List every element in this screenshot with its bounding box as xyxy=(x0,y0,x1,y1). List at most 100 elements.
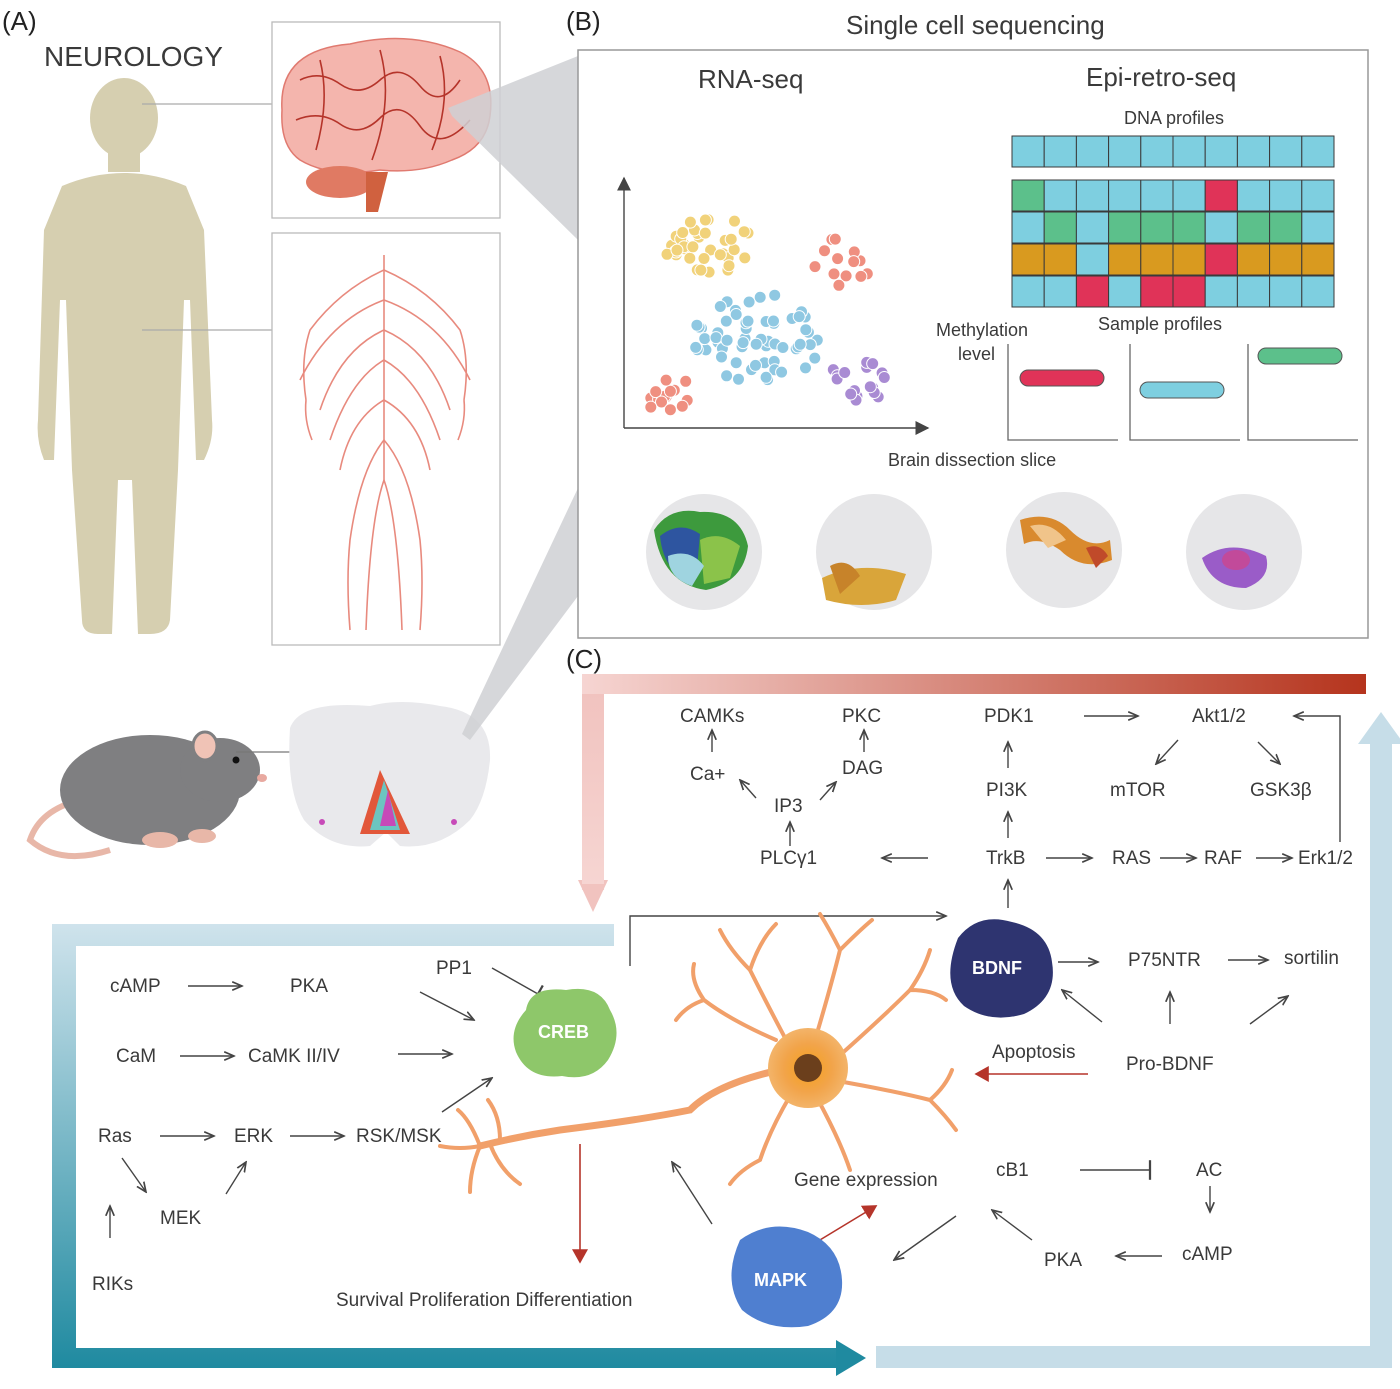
cell-dot-cluster-3 xyxy=(709,331,723,345)
mapk-label: MAPK xyxy=(754,1270,807,1290)
cell-dot-cluster-1 xyxy=(698,226,712,240)
brain-dissection-label: Brain dissection slice xyxy=(888,450,1056,470)
cell-dot-cluster-1 xyxy=(713,248,727,262)
node-akt: Akt1/2 xyxy=(1192,706,1246,727)
dna-cell xyxy=(1236,243,1271,276)
cell-dot-cluster-3 xyxy=(753,290,767,304)
cell-dot-cluster-2 xyxy=(808,260,822,274)
node-raf: RAF xyxy=(1204,848,1242,869)
cell-dot-cluster-3 xyxy=(729,308,743,321)
neuron-nucleus xyxy=(794,1054,822,1082)
cell-dot-cluster-1 xyxy=(676,226,690,239)
dna-cell xyxy=(1269,243,1303,276)
node-pka-left: PKA xyxy=(290,976,328,997)
creb-label: CREB xyxy=(538,1022,589,1042)
node-dag: DAG xyxy=(842,758,883,779)
node-ras-top: RAS xyxy=(1112,848,1151,869)
node-plcg1: PLCγ1 xyxy=(760,848,817,869)
dna-cell xyxy=(1075,135,1110,168)
cell-dot-cluster-3 xyxy=(799,323,813,337)
dna-cell xyxy=(1301,243,1335,276)
cell-dot-cluster-3 xyxy=(736,336,750,350)
single-cell-title: Single cell sequencing xyxy=(846,10,1105,40)
epi-retro-seq-title: Epi-retro-seq xyxy=(1086,62,1236,92)
cell-dot-cluster-4 xyxy=(655,395,668,409)
cell-dot-cluster-4 xyxy=(663,384,677,398)
cell-dot-cluster-5 xyxy=(866,357,880,371)
cell-dot-cluster-4 xyxy=(659,373,673,387)
cell-dot-cluster-3 xyxy=(689,340,703,354)
dna-cell xyxy=(1043,243,1077,276)
dna-cell xyxy=(1172,135,1206,168)
cell-dot-cluster-3 xyxy=(713,300,727,313)
cell-dot-cluster-3 xyxy=(732,372,745,386)
node-erk12: Erk1/2 xyxy=(1298,848,1353,869)
cell-dot-cluster-4 xyxy=(644,400,658,414)
node-rsk-msk: RSK/MSK xyxy=(356,1126,442,1147)
methylation-level-label: level xyxy=(958,344,995,364)
cell-dot-cluster-3 xyxy=(742,295,756,309)
cell-dot-cluster-1 xyxy=(694,263,708,277)
rna-seq-title: RNA-seq xyxy=(698,64,803,94)
cell-dot-cluster-1 xyxy=(728,214,741,228)
cell-dot-cluster-4 xyxy=(649,385,663,399)
methylation-label: Methylation xyxy=(936,320,1028,340)
node-erk-left: ERK xyxy=(234,1126,273,1147)
dna-cell xyxy=(1075,179,1110,212)
dna-cell xyxy=(1075,275,1110,308)
cell-dot-cluster-2 xyxy=(854,269,868,283)
dna-cell xyxy=(1236,211,1271,244)
node-apoptosis: Apoptosis xyxy=(992,1042,1075,1063)
dna-cell xyxy=(1269,275,1303,308)
dna-cell xyxy=(1301,135,1335,168)
methylation-bar-red xyxy=(1019,369,1105,387)
node-ras-left: Ras xyxy=(98,1126,132,1147)
cell-dot-cluster-5 xyxy=(877,371,891,384)
node-pp1: PP1 xyxy=(436,958,472,979)
dna-cell xyxy=(1075,211,1110,244)
cell-dot-cluster-2 xyxy=(832,278,846,292)
cell-dot-cluster-2 xyxy=(831,252,845,266)
dna-cell xyxy=(1011,243,1045,276)
cell-dot-cluster-3 xyxy=(720,333,734,347)
node-mtor: mTOR xyxy=(1110,780,1166,801)
cell-dot-cluster-2 xyxy=(818,244,831,258)
dna-cell xyxy=(1204,211,1238,244)
node-gsk3b: GSK3β xyxy=(1250,780,1312,801)
methylation-bar-green xyxy=(1257,347,1343,365)
mouse-brain-section-icon xyxy=(289,702,491,847)
cell-dot-cluster-1 xyxy=(683,215,697,229)
dna-cell xyxy=(1108,179,1142,212)
dna-cell xyxy=(1108,275,1142,308)
node-survival: Survival Proliferation Differentiation xyxy=(336,1290,632,1311)
dna-cell xyxy=(1301,179,1335,212)
dna-cell xyxy=(1011,179,1045,212)
cell-dot-cluster-1 xyxy=(738,251,752,265)
cell-dot-cluster-4 xyxy=(679,374,693,388)
cell-dot-cluster-3 xyxy=(776,341,790,354)
cell-dot-cluster-3 xyxy=(793,337,807,351)
cell-dot-cluster-3 xyxy=(720,369,734,383)
node-ip3: IP3 xyxy=(774,796,803,817)
node-riks: RIKs xyxy=(92,1274,133,1295)
dna-cell xyxy=(1011,275,1045,308)
cell-dot-cluster-3 xyxy=(749,358,762,372)
node-pro-bdnf: Pro-BDNF xyxy=(1126,1054,1214,1075)
cell-dot-cluster-1 xyxy=(670,243,684,257)
dna-profile-grid xyxy=(1011,135,1335,308)
cell-dot-cluster-5 xyxy=(844,387,858,401)
node-p75ntr: P75NTR xyxy=(1128,950,1201,971)
neurology-title: NEUROLOGY xyxy=(44,41,223,72)
node-pka-right: PKA xyxy=(1044,1250,1082,1271)
node-camp-left: cAMP xyxy=(110,976,161,997)
dna-cell xyxy=(1269,179,1303,212)
dna-cell xyxy=(1236,179,1271,212)
panel-label-b: (B) xyxy=(566,6,601,36)
cell-dot-cluster-3 xyxy=(767,314,780,328)
cell-dot-cluster-1 xyxy=(724,232,738,246)
node-cam: CaM xyxy=(116,1046,156,1067)
node-gene-expression: Gene expression xyxy=(794,1170,938,1191)
blue-frame-arrowhead xyxy=(1358,712,1400,744)
pathway-labels: CAMKs PKC PDK1 Akt1/2 Ca+ DAG IP3 PI3K m… xyxy=(92,706,1353,1311)
